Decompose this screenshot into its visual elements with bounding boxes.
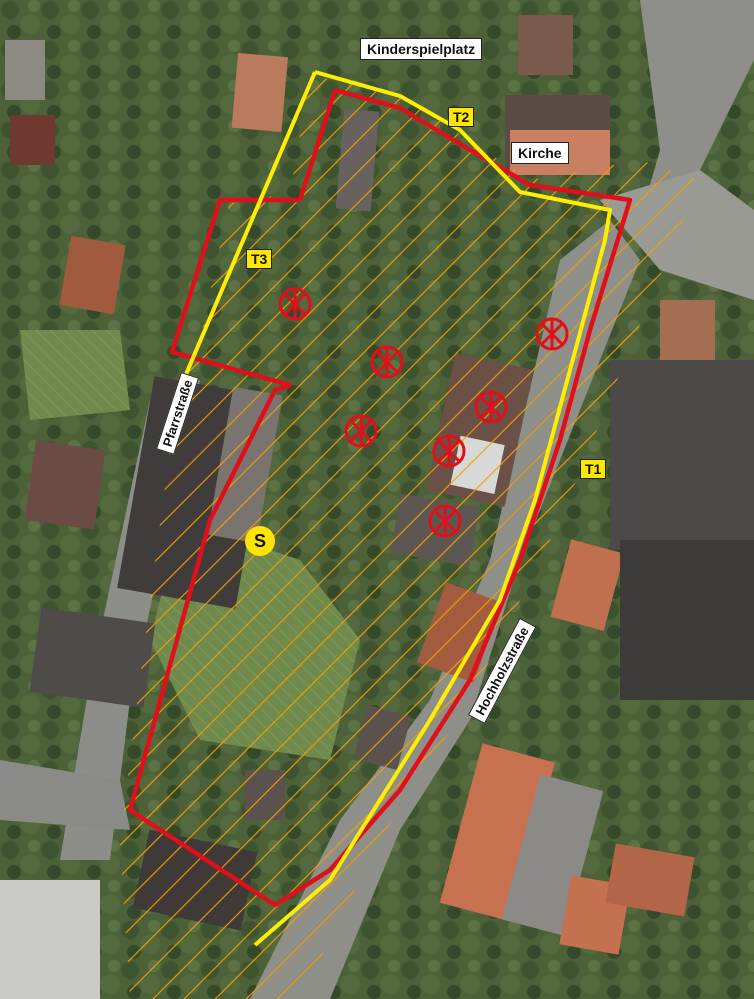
label-t3: T3 — [246, 249, 273, 269]
tree-removal-marker — [428, 504, 462, 538]
tree-removal-marker — [278, 287, 312, 321]
label-kinderspielplatz: Kinderspielplatz — [360, 38, 483, 60]
label-kirche: Kirche — [511, 142, 569, 164]
lawn-area-west — [20, 330, 130, 420]
label-t2: T2 — [448, 107, 475, 127]
corridor-boundary-west — [173, 71, 317, 401]
marker-s: S — [245, 526, 275, 556]
tree-removal-marker — [535, 317, 569, 351]
tree-removal-markers — [278, 287, 569, 538]
tree-removal-marker — [432, 434, 466, 468]
tree-removal-marker — [344, 414, 378, 448]
tree-removal-marker — [370, 345, 404, 379]
plan-area-boundary-north — [297, 89, 338, 201]
hatched-area — [120, 75, 700, 999]
plan-area-boundary — [127, 87, 633, 908]
road-side — [0, 760, 130, 830]
label-t1: T1 — [580, 459, 607, 479]
tree-removal-marker — [474, 390, 508, 424]
